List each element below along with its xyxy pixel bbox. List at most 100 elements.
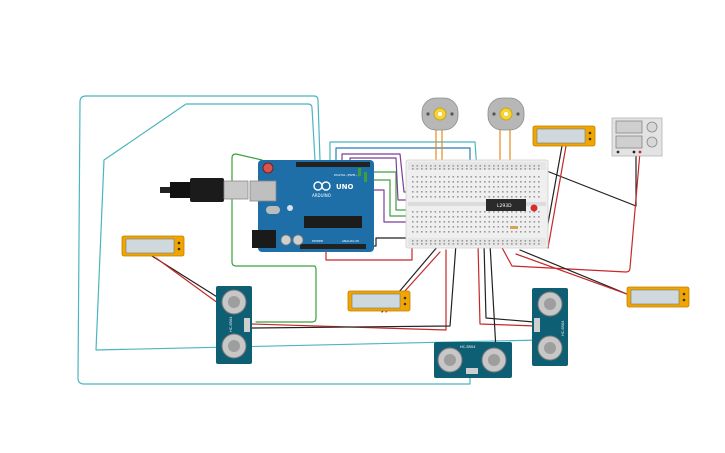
- breadboard-hole: [506, 231, 509, 233]
- breadboard-hole: [520, 216, 522, 218]
- breadboard-hole: [520, 240, 522, 242]
- wire-teal-diag[interactable]: [95, 103, 541, 351]
- led-red[interactable]: [530, 204, 538, 212]
- breadboard-hole: [475, 196, 477, 198]
- breadboard-hole: [475, 168, 477, 170]
- wire-sensor-right-black[interactable]: [483, 243, 535, 323]
- breadboard-hole: [461, 176, 464, 178]
- breadboard-hole: [533, 186, 536, 188]
- wire-sensor-right-2[interactable]: [489, 243, 497, 351]
- breadboard-hole: [493, 231, 495, 233]
- breadboard-hole: [425, 165, 428, 167]
- mount-hole: [287, 205, 293, 211]
- breadboard-hole: [515, 221, 518, 223]
- reset-button[interactable]: [262, 162, 274, 174]
- wire-sensor-right-red[interactable]: [477, 243, 537, 327]
- analog-pin-label: ANALOG IN: [342, 239, 359, 243]
- breadboard-hole: [448, 221, 450, 223]
- wire-red-5v[interactable]: [325, 243, 413, 261]
- breadboard-hole: [452, 231, 455, 233]
- wire-sensor-left-black[interactable]: [251, 243, 457, 329]
- battery-pack[interactable]: [611, 117, 663, 157]
- breadboard-hole: [524, 211, 527, 213]
- wire-lcd-left-red[interactable]: [155, 257, 223, 307]
- lcd-module-top-right[interactable]: [532, 125, 596, 147]
- resistor[interactable]: [510, 226, 518, 229]
- breadboard-hole: [493, 216, 495, 218]
- breadboard-hole: [466, 231, 468, 233]
- breadboard-hole: [533, 226, 536, 228]
- arduino-uno-board[interactable]: UNO ARDUINO DIGITAL (PWM~) POWER ANALOG …: [249, 160, 374, 252]
- breadboard-hole: [448, 165, 450, 167]
- breadboard-hole: [524, 221, 527, 223]
- breadboard-hole: [434, 181, 437, 183]
- breadboard-hole: [524, 226, 527, 228]
- breadboard-hole: [443, 226, 446, 228]
- breadboard-hole: [497, 181, 500, 183]
- breadboard-hole: [538, 191, 540, 193]
- l293d-chip[interactable]: L293D: [486, 199, 526, 211]
- dc-motor-2[interactable]: [487, 97, 525, 131]
- breadboard-hole: [502, 165, 504, 167]
- breadboard-hole: [470, 226, 473, 228]
- breadboard-hole: [434, 216, 437, 218]
- breadboard-hole: [452, 216, 455, 218]
- ultrasonic-sensor-bottom[interactable]: HC-SR04: [434, 342, 512, 378]
- breadboard-hole: [416, 176, 419, 178]
- usb-cable[interactable]: [160, 178, 249, 202]
- breadboard-hole: [461, 240, 464, 242]
- breadboard-hole: [416, 216, 419, 218]
- breadboard-hole: [457, 243, 459, 245]
- breadboard-hole: [443, 221, 446, 223]
- breadboard-hole: [502, 191, 504, 193]
- digital-pin-label: DIGITAL (PWM~): [334, 173, 359, 177]
- breadboard-hole: [421, 226, 423, 228]
- breadboard-hole: [412, 186, 414, 188]
- atmega-chip: [304, 216, 362, 228]
- breadboard-hole: [497, 165, 500, 167]
- breadboard-hole: [497, 240, 500, 242]
- breadboard-hole: [430, 176, 432, 178]
- breadboard-hole: [443, 216, 446, 218]
- breadboard-hole: [430, 240, 432, 242]
- wire-lcd-tr-red[interactable]: [547, 145, 567, 249]
- breadboard-hole: [448, 226, 450, 228]
- breadboard-hole: [421, 181, 423, 183]
- breadboard-hole: [479, 168, 482, 170]
- wire-battery-black[interactable]: [533, 151, 637, 207]
- breadboard-hole: [466, 176, 468, 178]
- l293d-label: L293D: [497, 203, 512, 209]
- usb-plug-tip: [160, 187, 170, 193]
- breadboard-hole: [457, 165, 459, 167]
- breadboard-hole: [538, 181, 540, 183]
- breadboard-hole: [488, 226, 491, 228]
- breadboard-hole: [502, 211, 504, 213]
- breadboard-hole: [538, 216, 540, 218]
- breadboard-hole: [439, 221, 441, 223]
- breadboard-hole: [484, 231, 486, 233]
- breadboard-hole: [416, 168, 419, 170]
- breadboard-hole: [412, 165, 414, 167]
- breadboard-hole: [434, 176, 437, 178]
- wire-green-loop[interactable]: [231, 153, 317, 323]
- breadboard-hole: [443, 176, 446, 178]
- ultrasonic-sensor-left[interactable]: HC-SR04: [216, 286, 252, 364]
- breadboard-hole: [493, 196, 495, 198]
- breadboard-hole: [416, 226, 419, 228]
- lcd-module-middle[interactable]: [347, 290, 411, 312]
- breadboard-hole: [425, 196, 428, 198]
- wire-battery-red[interactable]: [499, 151, 641, 273]
- breadboard[interactable]: L293D: [405, 159, 549, 249]
- breadboard-hole: [493, 243, 495, 245]
- wire-teal-outer[interactable]: [77, 95, 471, 385]
- wire-sensor-left-red[interactable]: [251, 249, 447, 331]
- breadboard-hole: [452, 191, 455, 193]
- breadboard-hole: [475, 226, 477, 228]
- lcd-module-left[interactable]: [121, 235, 185, 257]
- lcd-module-right[interactable]: [626, 286, 690, 308]
- ultrasonic-sensor-right[interactable]: HC-SR04: [532, 288, 568, 366]
- breadboard-hole: [466, 240, 468, 242]
- dc-motor-1[interactable]: [421, 97, 459, 131]
- breadboard-hole: [529, 165, 531, 167]
- breadboard-hole: [466, 211, 468, 213]
